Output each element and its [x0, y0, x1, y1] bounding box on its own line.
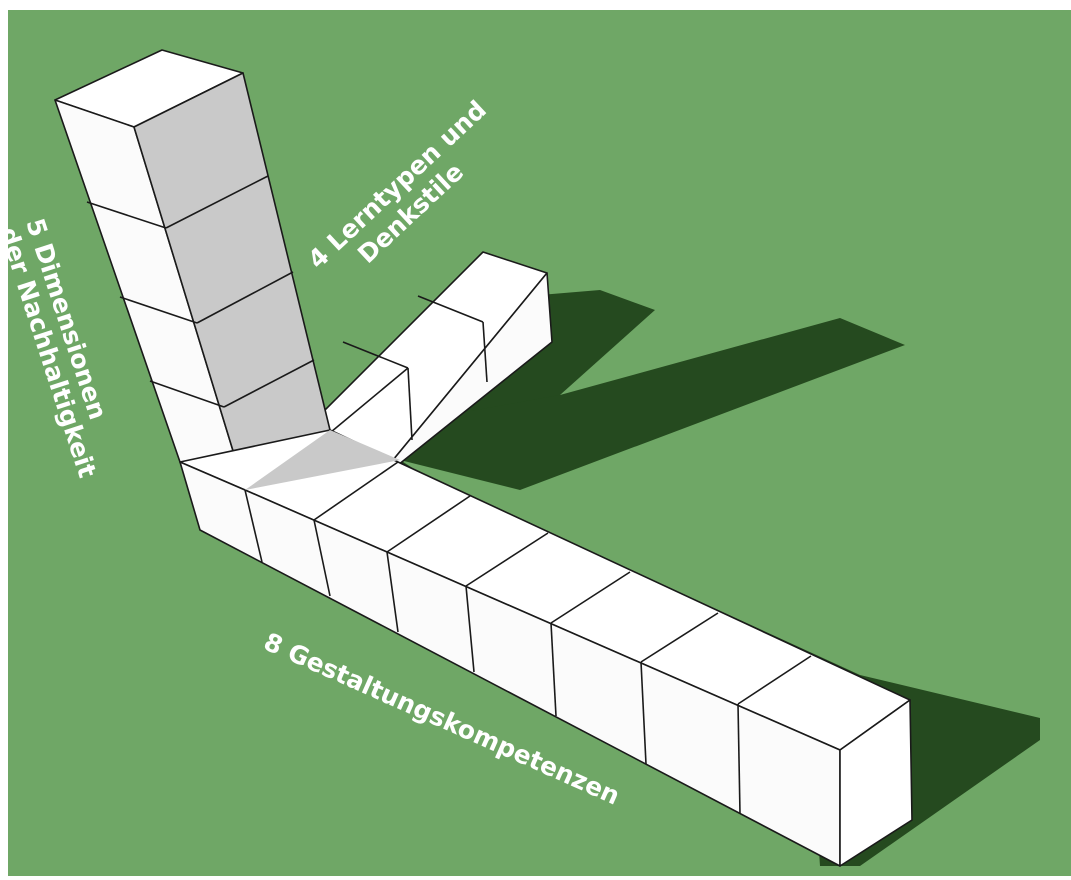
front-row-face-divider	[550, 622, 557, 717]
column-divider	[149, 380, 225, 408]
column-divider	[119, 296, 198, 324]
front-row-top-divider	[737, 655, 812, 705]
frame-bottom-edge	[0, 876, 1071, 880]
front-row	[179, 429, 913, 867]
back-row-top-divider	[417, 295, 484, 323]
column-divider	[196, 271, 294, 324]
front-row-face-divider	[313, 519, 331, 597]
front-row-face-divider	[386, 551, 399, 633]
front-row-top-divider	[640, 612, 719, 663]
front-row-face-divider	[737, 703, 741, 815]
front-row-face-divider	[244, 489, 263, 563]
front-row-inner-shade	[245, 430, 400, 490]
front-row-face-divider	[465, 585, 475, 673]
front-row-top-divider	[313, 461, 399, 521]
back-row-top-divider	[342, 341, 409, 369]
column-divider	[223, 359, 315, 408]
frame-left-edge	[0, 0, 8, 880]
back-row-face-divider	[407, 367, 413, 441]
back-row-top-divider	[330, 367, 409, 433]
front-row-top-divider	[386, 495, 471, 553]
front-row-top-divider	[550, 571, 631, 624]
vertical-column	[54, 49, 331, 491]
column-divider	[165, 175, 269, 229]
back-row-shadow	[400, 318, 905, 490]
frame-top-edge	[0, 0, 1071, 10]
front-row-end	[839, 699, 913, 867]
front-row-face-divider	[640, 661, 647, 765]
front-row-top-divider	[465, 532, 549, 587]
column-divider	[86, 201, 167, 229]
back-row-face-divider	[482, 321, 488, 383]
